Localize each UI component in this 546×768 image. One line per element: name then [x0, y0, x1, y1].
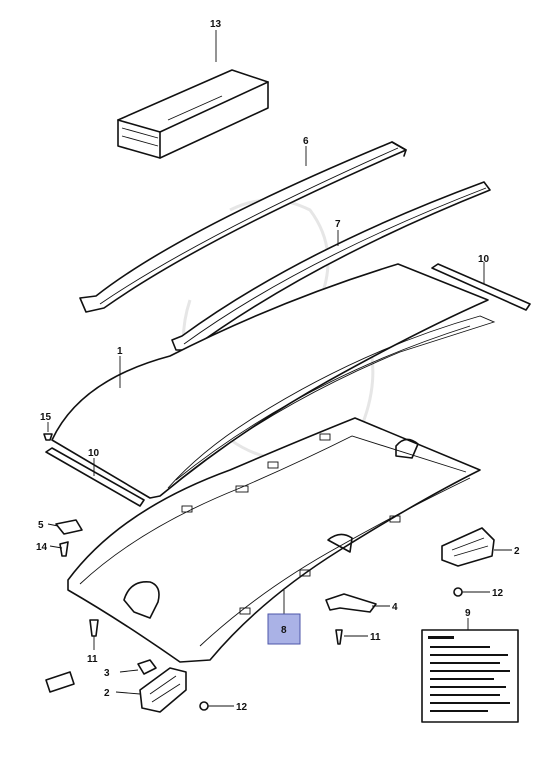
part-12-screw-right[interactable]: [453, 587, 463, 597]
callout-12-left[interactable]: 12: [236, 702, 248, 713]
part-10-strip-right[interactable]: [431, 263, 531, 311]
highlight-part-8[interactable]: [267, 613, 301, 645]
callout-6[interactable]: 6: [303, 136, 309, 147]
callout-11-right[interactable]: 11: [370, 632, 381, 643]
part-8-headliner[interactable]: [67, 417, 481, 663]
callout-2-left[interactable]: 2: [104, 688, 110, 699]
callout-10-left[interactable]: 10: [88, 448, 100, 459]
callout-8[interactable]: 8: [281, 625, 287, 636]
part-15-clip[interactable]: [43, 433, 53, 441]
part-5-bracket[interactable]: [55, 519, 83, 535]
part-13-pad[interactable]: [117, 69, 269, 159]
callout-5[interactable]: 5: [38, 520, 44, 531]
part-6-rail[interactable]: [79, 141, 407, 313]
callout-11-left[interactable]: 11: [87, 654, 98, 665]
part-1-roof-panel[interactable]: [51, 263, 496, 499]
callout-1[interactable]: 1: [117, 346, 123, 357]
part-7-rail[interactable]: [171, 181, 491, 351]
clip-bottom-left[interactable]: [45, 671, 75, 693]
part-11-screw-right[interactable]: [335, 629, 343, 645]
callouts: 13 6 7 10 1 15 10 5 14 2 12 9 4 8 11 11 …: [36, 19, 520, 713]
callout-2-right[interactable]: 2: [514, 546, 520, 557]
callout-4[interactable]: 4: [392, 602, 398, 613]
callout-15[interactable]: 15: [40, 412, 52, 423]
part-2-handle-left[interactable]: [139, 667, 187, 713]
callout-7[interactable]: 7: [335, 219, 341, 230]
callout-12-right[interactable]: 12: [492, 588, 504, 599]
part-14-screw[interactable]: [59, 541, 69, 557]
part-9-label[interactable]: [421, 629, 519, 723]
part-11-screw-left[interactable]: [89, 619, 99, 637]
leader-lines: [47, 30, 512, 707]
callout-10-right[interactable]: 10: [478, 254, 490, 265]
callout-9[interactable]: 9: [465, 608, 471, 619]
part-12-screw-left[interactable]: [199, 701, 209, 711]
callout-14[interactable]: 14: [36, 542, 48, 553]
callout-3[interactable]: 3: [104, 668, 110, 679]
part-10-strip-left[interactable]: [45, 447, 145, 507]
part-2-handle-right[interactable]: [441, 527, 495, 567]
part-3-bracket[interactable]: [137, 659, 157, 675]
part-4-hook[interactable]: [325, 593, 377, 613]
callout-13[interactable]: 13: [210, 19, 222, 30]
